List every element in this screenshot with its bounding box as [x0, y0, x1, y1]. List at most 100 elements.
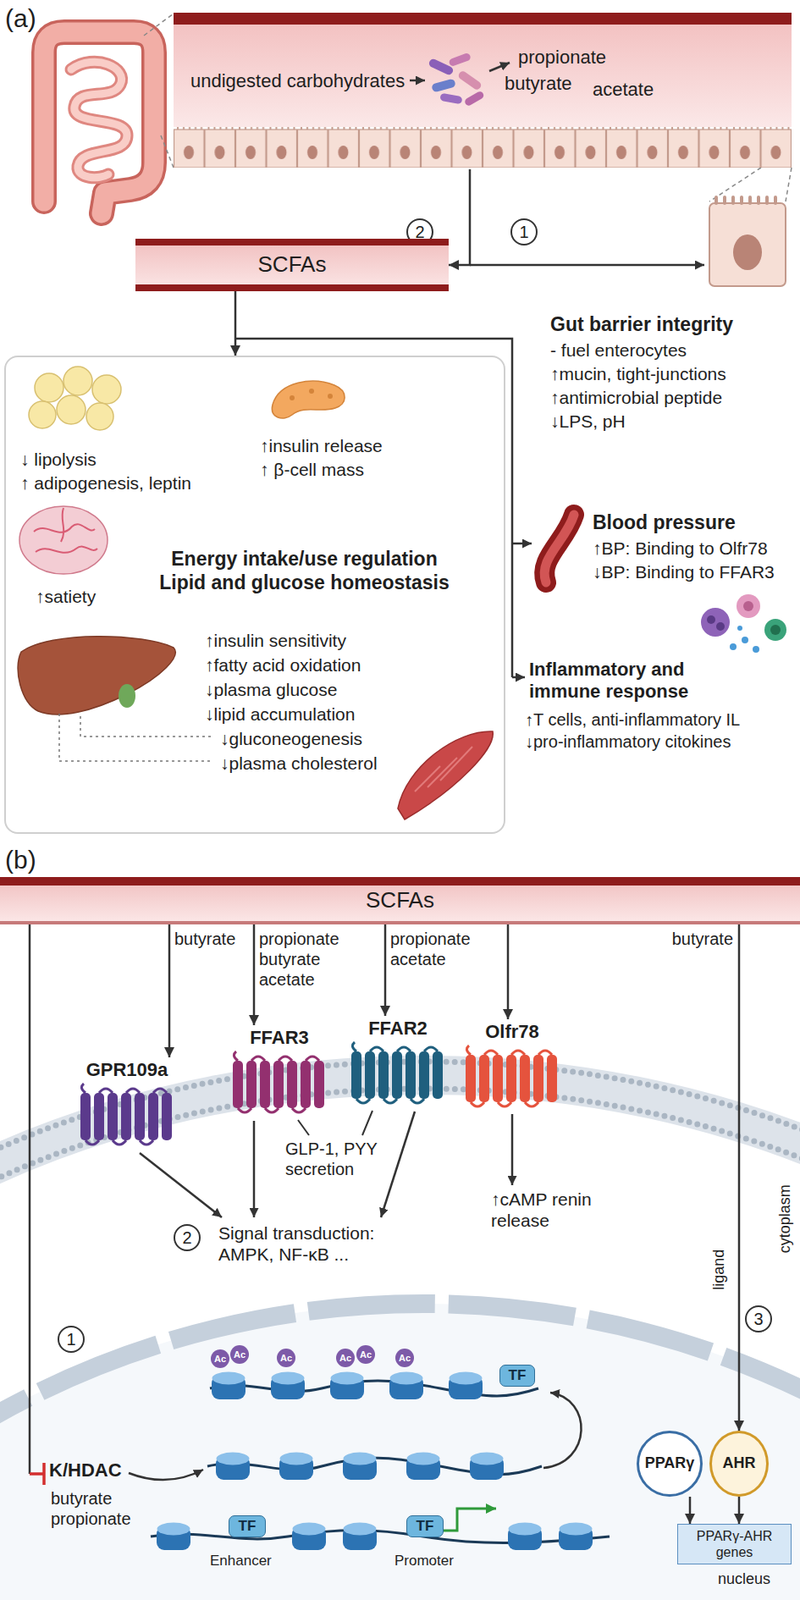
node-text: 3: [753, 1308, 763, 1330]
receptor-helices: [479, 1054, 490, 1103]
chromatin: [507, 1522, 542, 1551]
microbes: [427, 52, 486, 108]
receptor-helices: [85, 1140, 100, 1145]
receptor-helices: [314, 1060, 325, 1109]
callout-number: 1: [510, 218, 538, 246]
immune-cells: [737, 625, 743, 631]
chromatin: [215, 1452, 250, 1481]
node-text: FFAR3: [249, 1025, 309, 1051]
effect-text: ↓BP: Binding to FFAR3: [592, 561, 775, 583]
fat-cells: [63, 366, 93, 396]
arrow: [380, 1111, 415, 1218]
callout-number: 3: [744, 1305, 773, 1333]
immune-cells: [716, 622, 725, 631]
receptor-helices: [470, 1102, 485, 1107]
nuclear-receptor: PPARγ: [636, 1430, 703, 1497]
connector-line: [235, 338, 513, 678]
node-text: acetate: [592, 78, 654, 101]
microbes: [447, 52, 472, 67]
node-text: butyrate: [504, 72, 573, 95]
callout-number: 1: [57, 1325, 85, 1353]
pancreas: [271, 380, 345, 419]
receptor-helices: [546, 1054, 558, 1103]
receptor-helices: [273, 1060, 284, 1109]
blood-vessel: [544, 514, 574, 583]
enterocyte-cell: [709, 203, 786, 287]
chromatin: [270, 1372, 305, 1401]
receptor-helices: [93, 1092, 105, 1141]
chromatin: [406, 1452, 441, 1481]
node-text: PPARγ: [645, 1454, 696, 1474]
pathway-text: Signal transduction: AMPK, NF-κB ...: [218, 1222, 414, 1265]
pancreas: [327, 393, 333, 399]
receptor-helices: [410, 1098, 425, 1104]
microbes: [430, 78, 457, 94]
arrow: [139, 1153, 222, 1218]
transcription-arrow: [443, 1508, 497, 1531]
dotted-line: [59, 713, 212, 762]
receptor-helices: [538, 1050, 552, 1055]
pancreas: [289, 395, 295, 401]
receptor-helices: [364, 1051, 376, 1099]
section-heading: Gut barrier integrity: [550, 313, 734, 337]
liver: [17, 636, 176, 715]
immune-cells: [736, 594, 761, 618]
receptor-helices: [352, 1042, 357, 1052]
edge-label: butyrate: [656, 928, 734, 949]
enterocyte-cell: [716, 197, 776, 204]
fat-cells: [86, 402, 114, 431]
immune-cells: [743, 601, 754, 612]
node-text: ↓gluconeogenesis: [220, 728, 363, 750]
receptor-helices: [356, 1098, 370, 1104]
receptor-helices: [80, 1092, 91, 1141]
arrow: [469, 264, 705, 267]
fat-cells: [56, 395, 86, 425]
receptor-helices: [466, 1045, 471, 1055]
gut-lumen-art: [173, 126, 792, 168]
receptor-helices: [506, 1054, 517, 1103]
receptor-helices: [251, 1056, 265, 1061]
receptor-helices: [161, 1092, 172, 1141]
muscle: [397, 731, 493, 820]
receptor-helices: [305, 1056, 320, 1061]
chromatin: [389, 1372, 424, 1401]
receptor-helices: [391, 1051, 403, 1099]
chromatin: [330, 1372, 365, 1401]
callout-number: 2: [173, 1224, 201, 1252]
node-text: undigested carbohydrates: [190, 70, 405, 93]
node-text: SCFAs: [258, 251, 327, 278]
acetyl-tag: Ac: [230, 1345, 249, 1364]
enterocyte-cell: [709, 197, 786, 287]
receptor: FFAR3: [228, 1025, 331, 1119]
muscle: [397, 731, 493, 820]
immune-cells: [770, 624, 781, 635]
arrow: [409, 79, 425, 83]
pancreas: [308, 388, 315, 394]
fat-cells: [28, 401, 56, 429]
chromatin: [209, 1380, 539, 1396]
receptor: FFAR2: [347, 1015, 449, 1109]
immune-cells: [706, 615, 716, 624]
immune-cells: [729, 643, 737, 651]
acetyl-tag: Ac: [336, 1348, 355, 1368]
immune-cells: [764, 618, 787, 641]
node-text: ↑insulin sensitivity: [204, 629, 347, 652]
connector-arrow: [234, 291, 238, 356]
chromatin: [448, 1372, 483, 1401]
pathway-text: butyrate propionate: [50, 1488, 143, 1529]
node-text: propionate: [518, 46, 607, 69]
node-text: ↓ lipolysis: [20, 448, 97, 470]
node-text: FFAR2: [368, 1015, 428, 1042]
enterocyte-cell: [733, 234, 762, 271]
nuclear-envelope: [0, 1303, 800, 1600]
pathway-text: ligand: [710, 1249, 729, 1291]
acetyl-tag: Ac: [395, 1348, 414, 1368]
brain: [33, 507, 98, 553]
tf-box: TF: [406, 1515, 444, 1538]
receptor-helices: [148, 1092, 159, 1141]
acetyl-tag: Ac: [276, 1348, 296, 1368]
receptor-helices: [378, 1051, 389, 1099]
node-text: GPR109a: [86, 1057, 169, 1083]
receptor-helices: [232, 1060, 243, 1109]
